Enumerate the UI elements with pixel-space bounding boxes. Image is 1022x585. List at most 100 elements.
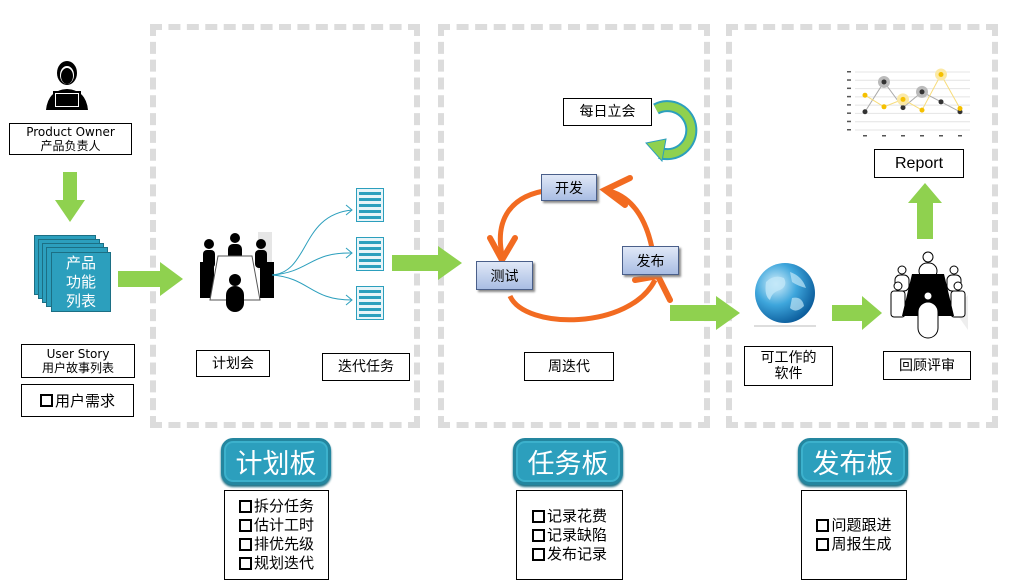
- user-story-en: User Story: [46, 347, 110, 361]
- checkbox-icon[interactable]: [816, 519, 830, 532]
- arrow-right-icon: [392, 246, 462, 280]
- backlog-stack[interactable]: 产品 功能 列表: [34, 235, 114, 315]
- checklist-item[interactable]: 问题跟进: [816, 516, 892, 535]
- planning-board-checklist: 拆分任务 估计工时 排优先级 规划迭代: [224, 490, 329, 580]
- checklist-item-text: 周报生成: [831, 535, 892, 553]
- retrospective-text: 回顾评审: [899, 357, 955, 374]
- branch-lines: [271, 204, 353, 306]
- chart-point: [881, 79, 887, 85]
- user-needs-text: 用户需求: [54, 391, 115, 410]
- chart-point: [862, 92, 868, 98]
- release-board-checklist: 问题跟进 周报生成: [801, 490, 907, 580]
- user-story-cn: 用户故事列表: [41, 361, 114, 375]
- product-owner-cn: 产品负责人: [40, 139, 101, 153]
- checklist-item-text: 发布记录: [546, 544, 607, 563]
- daily-standup-label: 每日立会: [563, 98, 652, 126]
- chart-point: [938, 71, 944, 77]
- checkbox-icon: [39, 394, 53, 407]
- checklist-item[interactable]: 估计工时: [238, 516, 314, 535]
- release-board-text: 发布板: [812, 449, 894, 480]
- backlog-line2: 功能: [65, 272, 96, 291]
- checklist-item-text: 问题跟进: [831, 516, 892, 534]
- weekly-iteration-label: 周迭代: [524, 352, 614, 381]
- product-owner-label: Product Owner 产品负责人: [9, 123, 132, 155]
- chart-point: [900, 105, 906, 111]
- test-step[interactable]: 测试: [476, 261, 533, 290]
- chart-tick-label: [847, 120, 851, 123]
- task-list-icon[interactable]: [356, 188, 384, 222]
- task-list-icon[interactable]: [356, 286, 384, 320]
- chart-point: [919, 107, 925, 113]
- iteration-panel: [438, 24, 710, 428]
- product-owner-icon: [46, 61, 88, 110]
- chart-tick-label: [847, 112, 851, 114]
- iteration-tasks-text: 迭代任务: [338, 359, 394, 375]
- checklist-item[interactable]: 周报生成: [816, 535, 892, 554]
- chart-point: [862, 109, 868, 115]
- checkbox-icon[interactable]: [238, 519, 252, 532]
- checklist-item[interactable]: 排优先级: [238, 535, 314, 554]
- checkbox-icon[interactable]: [238, 538, 252, 551]
- iteration-tasks-label: 迭代任务: [322, 353, 410, 381]
- release-board-title[interactable]: 发布板: [798, 438, 908, 485]
- planning-meeting-text: 计划会: [212, 355, 254, 372]
- test-text: 测试: [490, 268, 519, 285]
- task-board-title[interactable]: 任务板: [513, 438, 623, 485]
- chart-tick-label: [847, 87, 851, 90]
- planning-board-text: 计划板: [235, 449, 317, 480]
- chart-tick-label: [939, 135, 943, 137]
- retrospective-label: 回顾评审: [883, 351, 971, 380]
- checklist-item-text: 拆分任务: [253, 497, 314, 515]
- globe-icon: [754, 263, 816, 327]
- checklist-item-text: 记录花费: [546, 506, 607, 525]
- report-text: Report: [894, 154, 944, 172]
- checklist-item[interactable]: 发布记录: [531, 544, 607, 564]
- chart-tick-label: [847, 129, 851, 131]
- chart-tick-label: [847, 79, 851, 81]
- release-text: 发布: [636, 253, 665, 270]
- checkbox-icon[interactable]: [531, 547, 545, 561]
- arrow-right-icon: [118, 262, 183, 296]
- backlog-line1: 产品: [65, 253, 96, 272]
- develop-step[interactable]: 开发: [541, 174, 597, 201]
- chart-tick-label: [882, 135, 886, 137]
- checklist-item[interactable]: 记录花费: [531, 506, 607, 526]
- working-software-line1: 可工作的: [760, 350, 817, 366]
- develop-text: 开发: [555, 180, 583, 197]
- arrow-right-icon: [832, 296, 882, 330]
- chart-point: [957, 105, 963, 111]
- checkbox-icon[interactable]: [531, 509, 545, 523]
- daily-standup-text: 每日立会: [579, 104, 636, 120]
- chart-tick-label: [920, 135, 924, 137]
- user-needs-label: 用户需求: [21, 384, 134, 417]
- chart-series-line: [864, 73, 961, 111]
- chart-tick-label: [847, 95, 851, 98]
- checklist-item-text: 规划迭代: [253, 554, 314, 572]
- checkbox-icon[interactable]: [238, 500, 252, 513]
- report-chart: [847, 68, 970, 137]
- meeting-table-icon: [200, 232, 274, 312]
- retrospective-meeting-icon: [890, 251, 968, 339]
- checkbox-icon[interactable]: [816, 538, 830, 551]
- checklist-item[interactable]: 规划迭代: [238, 554, 314, 573]
- checklist-item-text: 估计工时: [253, 516, 314, 534]
- weekly-iteration-text: 周迭代: [548, 358, 590, 375]
- arrow-right-icon: [670, 296, 740, 330]
- report-label: Report: [874, 149, 964, 178]
- user-story-label: User Story 用户故事列表: [21, 344, 135, 378]
- chart-tick-label: [901, 135, 905, 137]
- planning-board-title[interactable]: 计划板: [221, 438, 331, 485]
- task-board-text: 任务板: [527, 449, 609, 480]
- task-list-icon[interactable]: [356, 237, 384, 271]
- checklist-item[interactable]: 拆分任务: [238, 497, 314, 516]
- checkbox-icon[interactable]: [531, 528, 545, 542]
- checkbox-icon[interactable]: [238, 557, 252, 570]
- chart-point: [919, 89, 925, 95]
- release-step[interactable]: 发布: [622, 246, 679, 275]
- product-owner-en: Product Owner: [26, 125, 115, 139]
- planning-meeting-label: 计划会: [196, 350, 270, 377]
- chart-tick-label: [847, 71, 851, 73]
- checklist-item-text: 记录缺陷: [546, 525, 607, 544]
- chart-tick-label: [863, 135, 867, 137]
- checklist-item[interactable]: 记录缺陷: [531, 525, 607, 545]
